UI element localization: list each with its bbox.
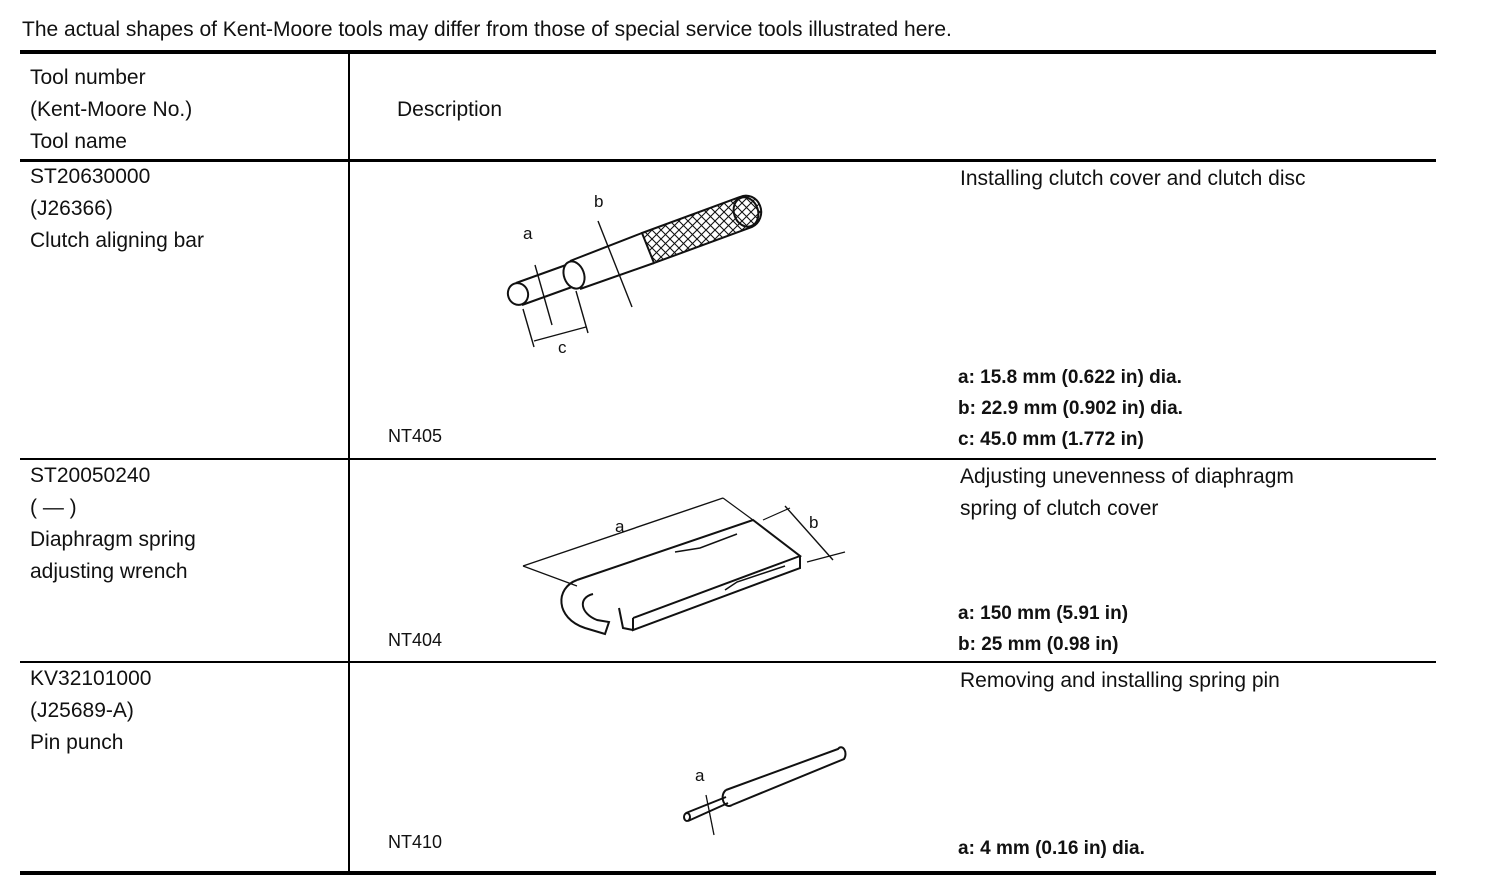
illustration-code: NT405 xyxy=(388,426,443,446)
spec-line: b: 22.9 mm (0.902 in) dia. xyxy=(958,398,1183,419)
description-line: Adjusting unevenness of diaphragm xyxy=(960,465,1294,488)
tool-description: Adjusting unevenness of diaphragm spring… xyxy=(960,461,1294,525)
clutch-aligning-bar-illustration: a b c xyxy=(506,192,763,357)
row-divider xyxy=(20,661,1436,663)
diaphragm-spring-wrench-illustration: a b xyxy=(522,497,846,636)
tool-specs: a: 15.8 mm (0.622 in) dia. b: 22.9 mm (0… xyxy=(958,362,1183,455)
tool-specs: a: 4 mm (0.16 in) dia. xyxy=(958,833,1145,864)
tool-number: ST20630000 xyxy=(30,165,151,188)
dimension-label: c xyxy=(558,338,567,357)
dimension-label: a xyxy=(523,224,533,243)
header-tool-number: Tool number xyxy=(30,66,146,89)
header-kent-moore-no: (Kent-Moore No.) xyxy=(30,98,193,121)
dimension-label: a xyxy=(695,766,705,785)
tool-description: Installing clutch cover and clutch disc xyxy=(960,163,1306,195)
spec-line: a: 15.8 mm (0.622 in) dia. xyxy=(958,367,1182,388)
spec-line: b: 25 mm (0.98 in) xyxy=(958,634,1119,655)
dimension-label: b xyxy=(594,192,603,211)
intro-note: The actual shapes of Kent-Moore tools ma… xyxy=(22,18,952,41)
tool-info: ST20050240 ( — ) Diaphragm spring adjust… xyxy=(30,460,196,588)
tool-number: KV32101000 xyxy=(30,667,152,690)
table-top-rule xyxy=(20,50,1436,54)
tool-number: ST20050240 xyxy=(30,464,151,487)
spec-line: a: 150 mm (5.91 in) xyxy=(958,603,1129,624)
kent-moore-number: ( — ) xyxy=(30,496,77,519)
table-bottom-rule xyxy=(20,871,1436,875)
tool-info: ST20630000 (J26366) Clutch aligning bar xyxy=(30,161,204,257)
kent-moore-number: (J26366) xyxy=(30,197,113,220)
description-line: Removing and installing spring pin xyxy=(960,669,1280,692)
header-bottom-rule xyxy=(20,159,1436,162)
tool-description: Removing and installing spring pin xyxy=(960,665,1280,697)
header-tool-column: Tool number (Kent-Moore No.) Tool name xyxy=(30,62,192,158)
row-divider xyxy=(20,458,1436,460)
description-line: spring of clutch cover xyxy=(960,497,1159,520)
kent-moore-number: (J25689-A) xyxy=(30,699,134,722)
tool-name: Clutch aligning bar xyxy=(30,229,204,252)
spec-line: c: 45.0 mm (1.772 in) xyxy=(958,429,1144,450)
tool-name: adjusting wrench xyxy=(30,560,188,583)
tool-name: Diaphragm spring xyxy=(30,528,196,551)
tool-name: Pin punch xyxy=(30,731,124,754)
column-divider xyxy=(348,52,350,874)
illustration-code: NT404 xyxy=(388,630,443,650)
tool-specs: a: 150 mm (5.91 in) b: 25 mm (0.98 in) xyxy=(958,598,1128,660)
illustration-code: NT410 xyxy=(388,832,443,852)
dimension-label: a xyxy=(615,517,625,536)
description-line: Installing clutch cover and clutch disc xyxy=(960,167,1306,190)
spec-line: a: 4 mm (0.16 in) dia. xyxy=(958,838,1145,859)
header-tool-name: Tool name xyxy=(30,130,127,153)
tool-info: KV32101000 (J25689-A) Pin punch xyxy=(30,663,151,759)
pin-punch-illustration: a xyxy=(683,746,847,836)
header-description: Description xyxy=(397,98,503,121)
dimension-label: b xyxy=(809,513,818,532)
